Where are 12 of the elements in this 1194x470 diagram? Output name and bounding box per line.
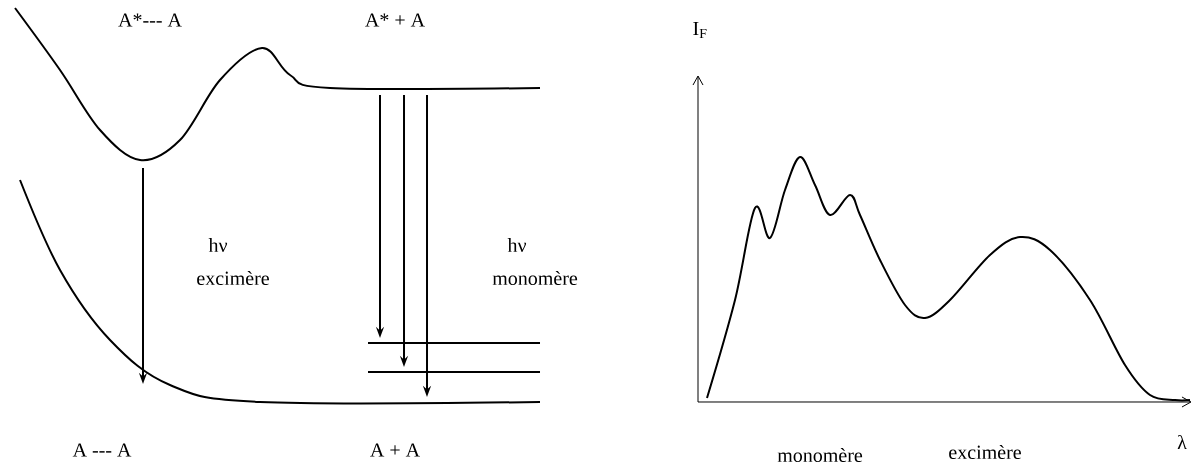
state-label: A*--- A (118, 13, 182, 27)
axis-label: I$_{F}$ (693, 21, 707, 39)
axis-label: λ (1177, 434, 1187, 450)
state-label: A + A (370, 443, 420, 457)
emission-label: excimère (197, 270, 269, 286)
emission-label: hν (507, 237, 527, 252)
band-label: monomère (777, 447, 863, 463)
state-label: A* + A (365, 13, 425, 27)
emission-label: monomère (492, 270, 578, 286)
emission-label: hν (208, 237, 228, 252)
state-label: A --- A (72, 443, 132, 457)
band-label: excimère (949, 444, 1021, 460)
